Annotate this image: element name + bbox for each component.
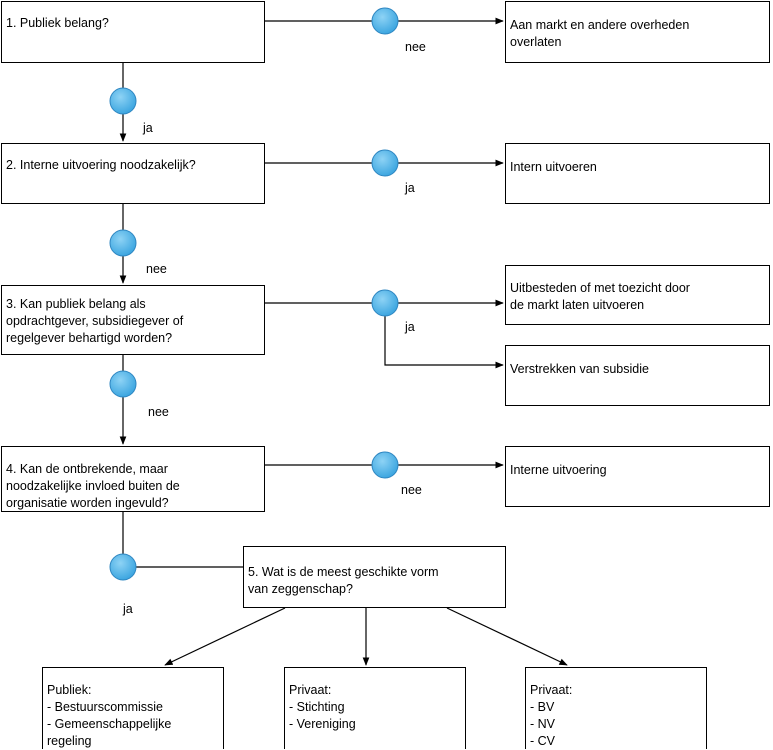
outcome-box-1: Aan markt en andere overheden overlaten [505, 1, 770, 63]
label-q2-right: ja [405, 181, 415, 195]
outcome-3-line-2: de markt laten uitvoeren [510, 298, 645, 312]
question-2-line: 2. Interne uitvoering noodzakelijk? [6, 158, 196, 172]
outcome-3b-line: Verstrekken van subsidie [510, 362, 649, 376]
connector-q4-down [122, 512, 243, 568]
question-box-2: 2. Interne uitvoering noodzakelijk? [1, 143, 265, 204]
form-publiek-line-3: - Gemeenschappelijke [47, 717, 172, 731]
label-q1-down: ja [143, 121, 153, 135]
label-q3-down: nee [148, 405, 169, 419]
question-4-line-3: organisatie worden ingevuld? [6, 496, 169, 510]
node-q2-right [371, 149, 399, 177]
label-q2-down: nee [146, 262, 167, 276]
question-box-5: 5. Wat is de meest geschikte vorm van ze… [243, 546, 506, 608]
form-publiek-line-1: Publiek: [47, 683, 92, 697]
node-q1-right [371, 7, 399, 35]
node-q4-down [109, 553, 137, 581]
question-box-4: 4. Kan de ontbrekende, maar noodzakelijk… [1, 446, 265, 512]
question-box-3: 3. Kan publiek belang als opdrachtgever,… [1, 285, 265, 355]
connector-q5-privaat2 [446, 607, 568, 666]
question-1-line: 1. Publiek belang? [6, 16, 109, 30]
question-3-line-1: 3. Kan publiek belang als [6, 297, 146, 311]
outcome-1-line-2: overlaten [510, 35, 562, 49]
connector-q5-publiek [164, 607, 286, 666]
outcome-box-2: Intern uitvoeren [505, 143, 770, 204]
outcome-box-3: Uitbesteden of met toezicht door de mark… [505, 265, 770, 325]
outcome-box-3b: Verstrekken van subsidie [505, 345, 770, 406]
form-privaat-1-line-2: - Stichting [289, 700, 345, 714]
label-q1-right: nee [405, 40, 426, 54]
question-4-line-2: noodzakelijke invloed buiten de [6, 479, 180, 493]
question-box-1: 1. Publiek belang? [1, 1, 265, 63]
outcome-1-line-1: Aan markt en andere overheden [510, 18, 690, 32]
outcome-box-4: Interne uitvoering [505, 446, 770, 507]
form-box-privaat-1: Privaat: - Stichting - Vereniging [284, 667, 466, 749]
label-q4-down: ja [123, 602, 133, 616]
outcome-3-line-1: Uitbesteden of met toezicht door [510, 281, 690, 295]
label-q3-right: ja [405, 320, 415, 334]
form-publiek-line-4: regeling [47, 734, 92, 748]
form-privaat-2-line-3: - NV [530, 717, 555, 731]
question-5-line-2: van zeggenschap? [248, 582, 353, 596]
question-3-line-2: opdrachtgever, subsidiegever of [6, 314, 184, 328]
node-q2-down [109, 229, 137, 257]
form-privaat-2-line-1: Privaat: [530, 683, 573, 697]
form-box-publiek: Publiek: - Bestuurscommissie - Gemeensch… [42, 667, 224, 749]
form-box-privaat-2: Privaat: - BV - NV - CV [525, 667, 707, 749]
form-publiek-line-2: - Bestuurscommissie [47, 700, 163, 714]
form-privaat-2-line-2: - BV [530, 700, 555, 714]
question-4-line-1: 4. Kan de ontbrekende, maar [6, 462, 168, 476]
node-q4-right [371, 451, 399, 479]
form-privaat-2-line-4: - CV [530, 734, 555, 748]
question-3-line-3: regelgever behartigd worden? [6, 331, 173, 345]
connector-q3-subsidy [384, 303, 504, 369]
outcome-2-line: Intern uitvoeren [510, 160, 597, 174]
outcome-4-line: Interne uitvoering [510, 463, 607, 477]
question-5-line-1: 5. Wat is de meest geschikte vorm [248, 565, 439, 579]
node-q3-right [371, 289, 399, 317]
node-q3-down [109, 370, 137, 398]
node-q1-down [109, 87, 137, 115]
form-privaat-1-line-3: - Vereniging [289, 717, 356, 731]
label-q4-right: nee [401, 483, 422, 497]
form-privaat-1-line-1: Privaat: [289, 683, 332, 697]
